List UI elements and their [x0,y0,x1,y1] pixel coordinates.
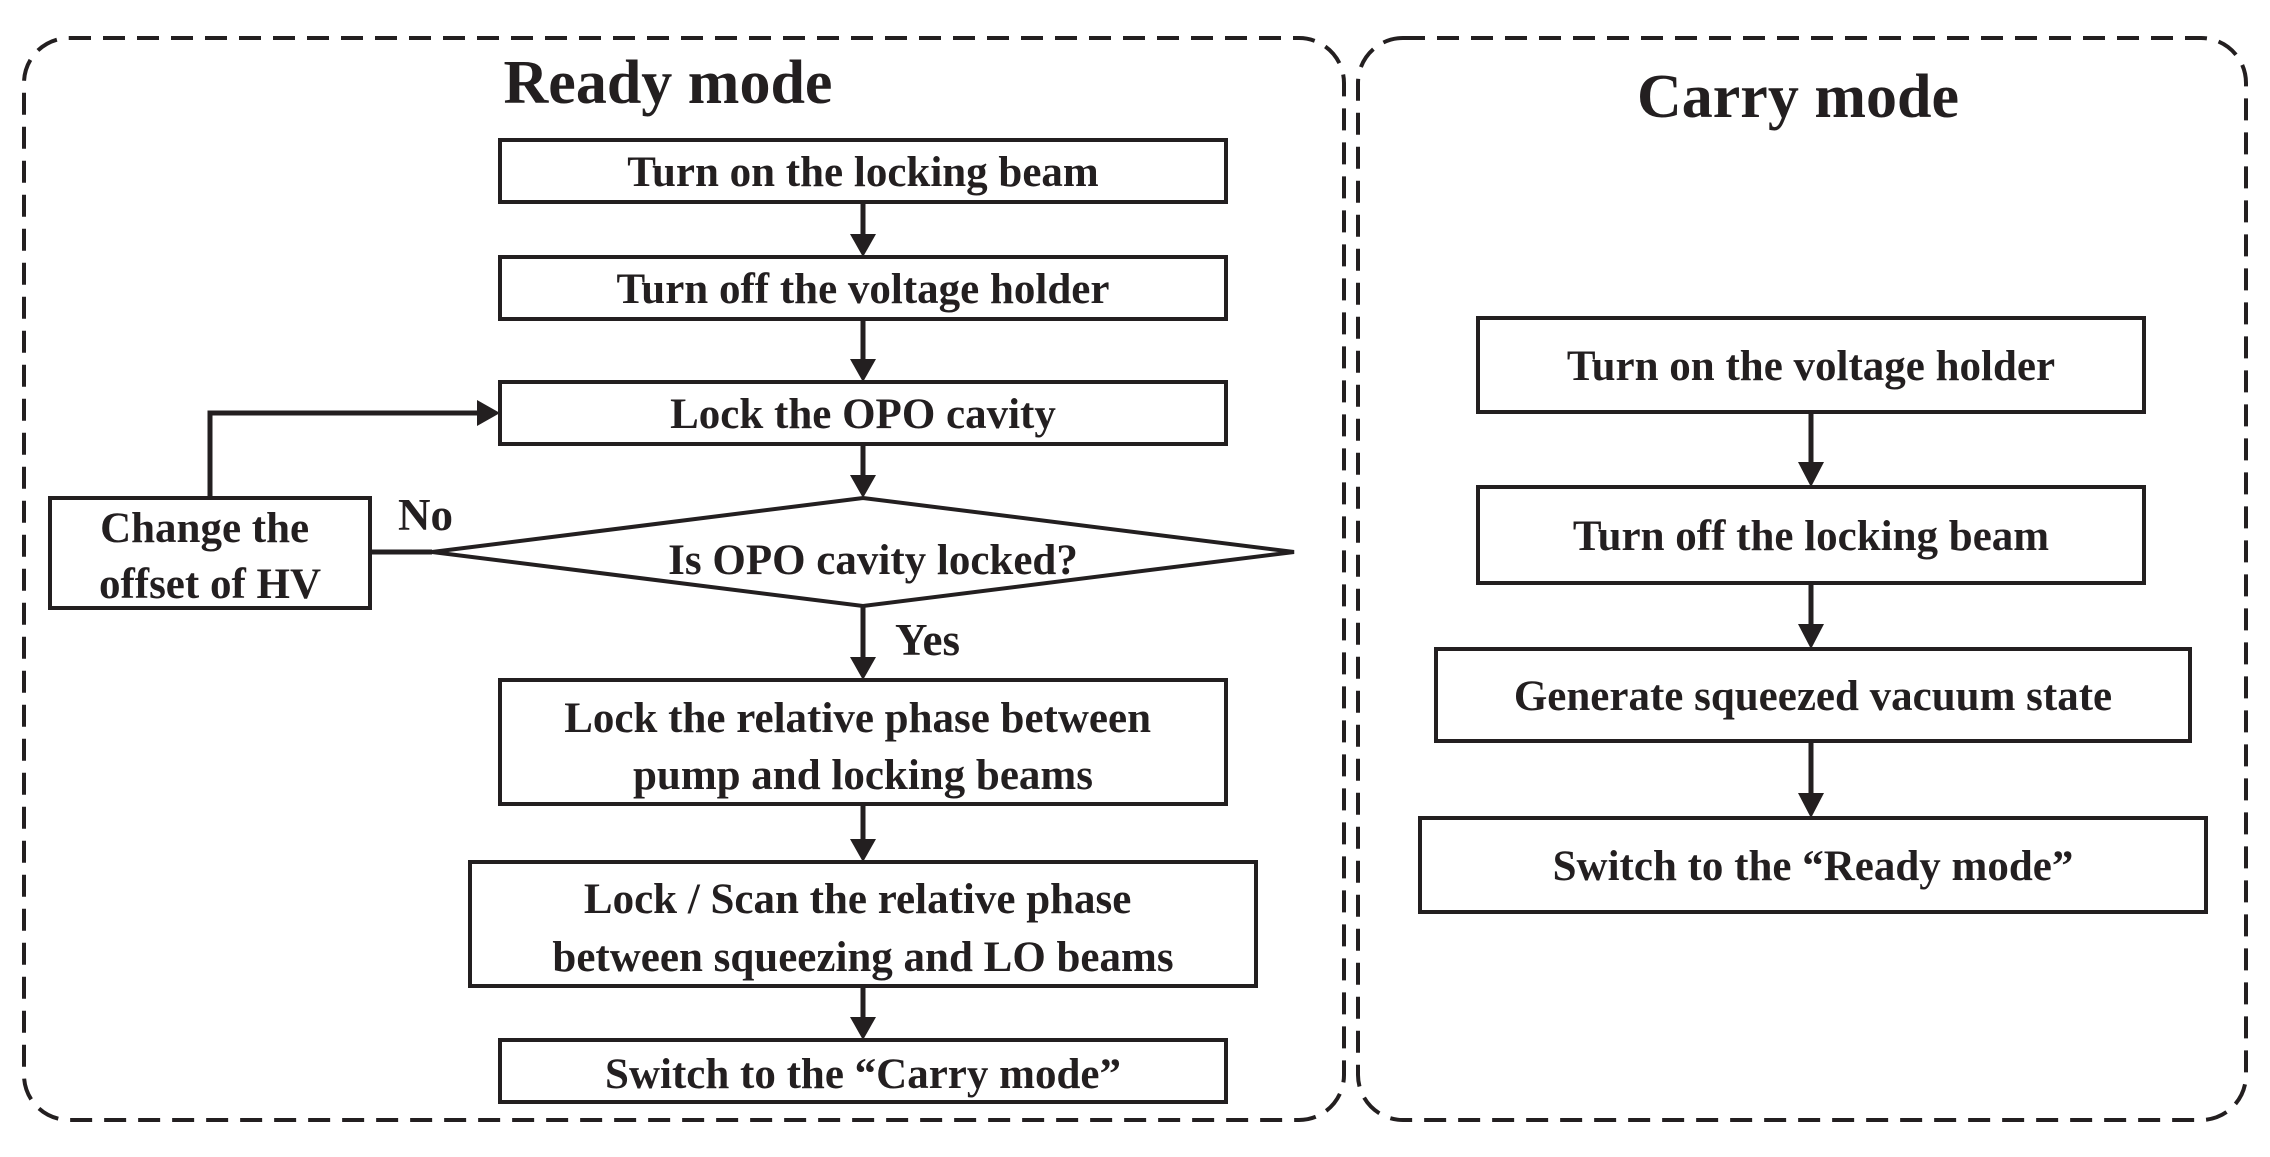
ready-step-switch-to-carry-label: Switch to the “Carry mode” [605,1051,1121,1098]
ready-step-change-offset-line-1: Change the [100,505,309,552]
ready-arrowhead-1 [850,234,876,257]
ready-step-lock-relative-phase-line-1: Lock the relative phase between [564,695,1151,742]
ready-mode-panel: Ready mode Turn on the locking beam Turn… [22,36,1346,1122]
carry-step-switch-to-ready-label: Switch to the “Ready mode” [1553,843,2074,890]
ready-mode-frame [22,36,1346,1122]
carry-arrowhead-3 [1798,793,1824,818]
ready-arrowhead-3 [850,475,876,498]
ready-step-lock-relative-phase-label: Lock the relative phase between pump and… [564,695,1162,799]
carry-mode-title: Carry mode [1637,63,1959,131]
ready-loop-arrowhead [477,400,500,426]
ready-step-change-offset-label: Change the offset of HV [99,505,321,608]
ready-step-turn-off-voltage-holder-label: Turn off the voltage holder [617,266,1110,313]
carry-mode-panel: Carry mode Turn on the voltage holder Tu… [1356,36,2248,1122]
ready-yes-label: Yes [895,615,960,665]
carry-step-turn-on-voltage-holder-box [1476,316,2146,414]
ready-no-label: No [398,490,453,540]
ready-mode-title: Ready mode [504,49,833,117]
ready-step-turn-on-locking-beam-label: Turn on the locking beam [627,149,1099,196]
carry-step-turn-on-voltage-holder-label: Turn on the voltage holder [1567,343,2055,390]
ready-loop-connector [207,410,482,498]
ready-step-change-offset-line-2: offset of HV [99,561,321,608]
carry-step-switch-to-ready-box [1418,816,2208,914]
carry-step-turn-off-locking-beam-label: Turn off the locking beam [1573,513,2049,560]
ready-step-lock-scan-phase-line-1: Lock / Scan the relative phase [584,876,1131,923]
ready-arrowhead-5 [850,839,876,862]
carry-step-generate-squeezed-label: Generate squeezed vacuum state [1514,673,2112,720]
ready-step-lock-scan-phase-label: Lock / Scan the relative phase between s… [552,876,1173,981]
ready-step-lock-scan-phase-box [468,860,1258,988]
ready-arrowhead-6 [850,1017,876,1040]
carry-mode-frame [1356,36,2248,1122]
ready-arrowhead-2 [850,359,876,382]
carry-arrowhead-1 [1798,462,1824,487]
ready-step-lock-scan-phase-line-2: between squeezing and LO beams [552,934,1173,981]
ready-arrowhead-4 [850,657,876,680]
ready-step-lock-opo-cavity-label: Lock the OPO cavity [670,391,1056,438]
ready-step-switch-to-carry-box [498,1038,1228,1104]
ready-step-turn-off-voltage-holder-box [498,255,1228,321]
ready-step-lock-relative-phase-box [498,678,1228,806]
carry-arrowhead-2 [1798,624,1824,649]
ready-decision-label: Is OPO cavity locked? [668,537,1078,584]
ready-step-lock-relative-phase-line-2: pump and locking beams [633,752,1093,799]
